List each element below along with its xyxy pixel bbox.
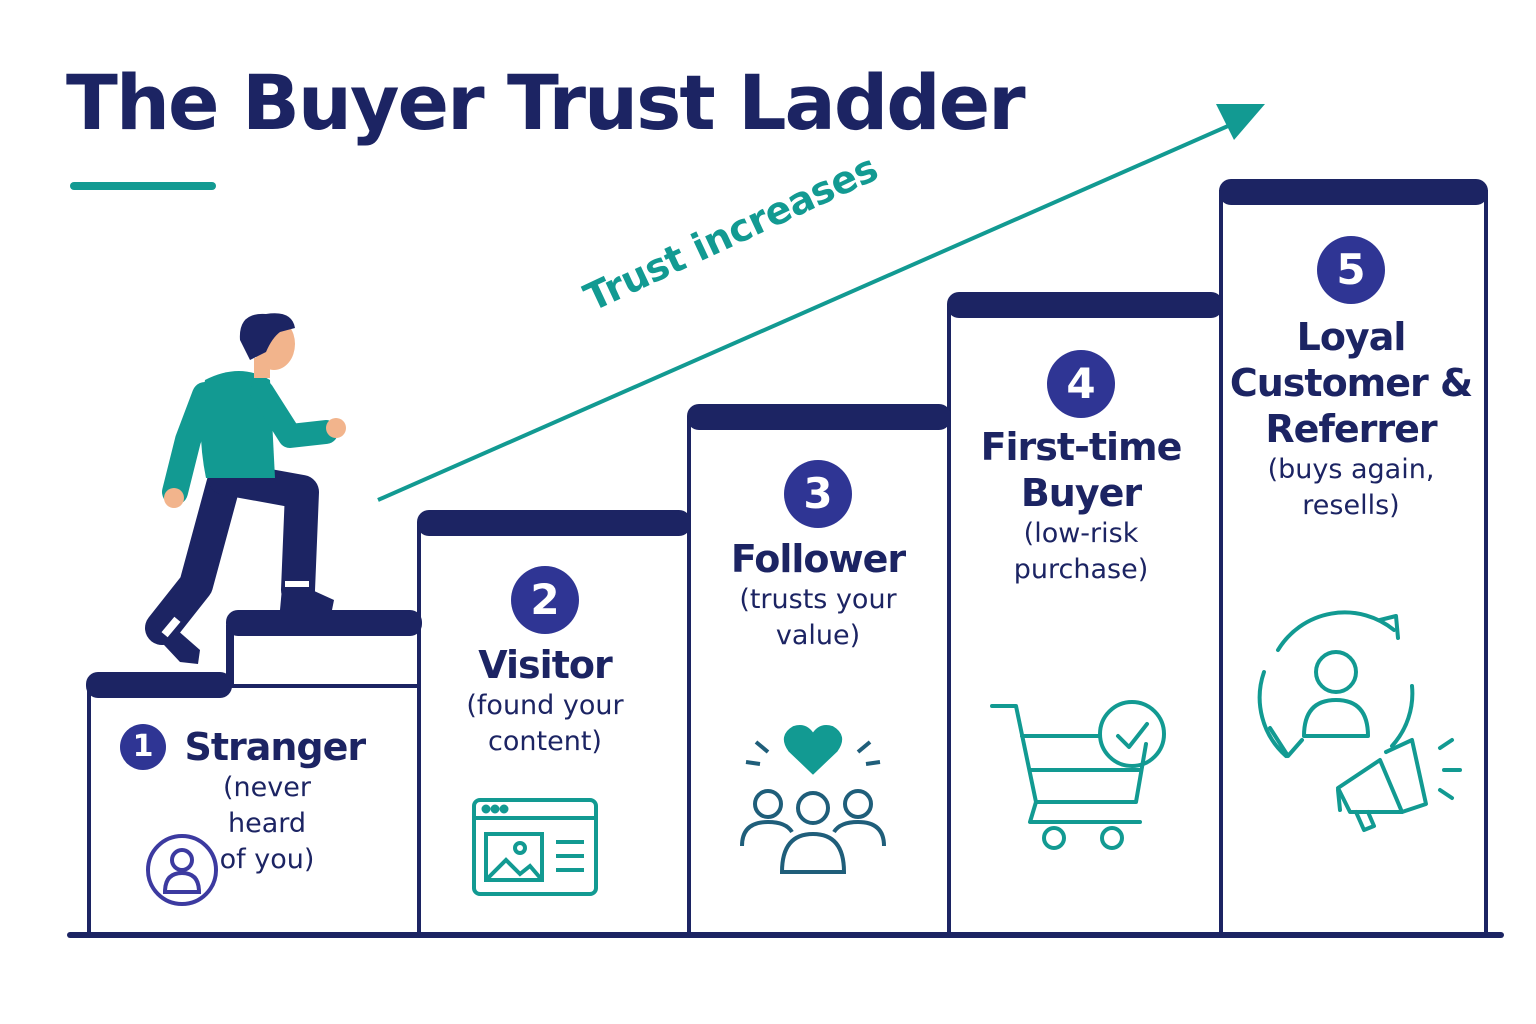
stage-stranger: 1 Stranger (never heard of you) (120, 724, 380, 878)
stage-description: (never heard of you) (182, 770, 352, 878)
webpage-icon (472, 798, 598, 896)
stage-description: (trusts your value) (690, 582, 946, 654)
stage-name-line: Customer & (1229, 361, 1473, 405)
climbing-person-illustration (145, 313, 346, 664)
page-title: The Buyer Trust Ladder (66, 58, 1026, 147)
stage-description-line: (trusts your (739, 584, 897, 615)
referral-megaphone-icon (1257, 610, 1462, 832)
cart-check-icon (990, 700, 1166, 850)
stage-name-line: Loyal (1296, 315, 1407, 359)
stage-description: (found your content) (420, 688, 670, 760)
stage-name: Stranger (184, 725, 366, 769)
stage-first-time-buyer: 4 First-time Buyer (low-risk purchase) (950, 350, 1212, 588)
trust-arrow (377, 104, 1265, 502)
stage-number-badge: 5 (1317, 236, 1385, 304)
stage-description-line: of you) (219, 844, 315, 875)
step-cap-3 (687, 404, 951, 430)
ground-line (67, 932, 1504, 938)
stage-name: Loyal Customer & Referrer (1222, 314, 1480, 452)
step-cap-2 (417, 510, 691, 536)
stage-description: (buys again, resells) (1222, 452, 1480, 524)
stage-name-line: Referrer (1265, 407, 1437, 451)
stage-number-badge: 2 (511, 566, 579, 634)
step-cap-4 (947, 292, 1223, 318)
stage-description-line: (never heard (223, 772, 311, 839)
step-riser-1 (226, 625, 234, 685)
step-cap-5 (1219, 179, 1488, 205)
title-underline (70, 182, 216, 190)
stage-number-badge: 4 (1047, 350, 1115, 418)
stage-description-line: (buys again, (1267, 454, 1435, 485)
stage-name-line: Buyer (1020, 471, 1142, 515)
stage-name: Visitor (478, 643, 612, 687)
stage-name: Follower (730, 537, 906, 581)
stage-loyal-customer-referrer: 5 Loyal Customer & Referrer (buys again,… (1222, 236, 1480, 524)
stage-number-badge: 1 (120, 724, 166, 770)
arrow-head-icon (1216, 104, 1265, 140)
stage-follower: 3 Follower (trusts your value) (690, 460, 946, 654)
stage-description-line: (found your (466, 690, 624, 721)
step-caps (86, 179, 1488, 698)
stage-description-line: purchase) (1013, 554, 1149, 585)
stage-description-line: value) (775, 620, 861, 651)
stage-description-line: content) (488, 726, 602, 757)
stage-name-line: First-time (980, 425, 1183, 469)
stage-visitor: 2 Visitor (found your content) (420, 566, 670, 760)
stage-description-line: (low-risk (1023, 518, 1139, 549)
stage-description: (low-risk purchase) (950, 516, 1212, 588)
stage-number-badge: 3 (784, 460, 852, 528)
step-cap-1a (86, 672, 232, 698)
stage-name: First-time Buyer (950, 424, 1212, 516)
person-circle-icon (146, 834, 218, 906)
community-heart-icon (740, 725, 886, 874)
step-cap-1b (226, 610, 422, 636)
stage-description-line: resells) (1302, 490, 1400, 521)
